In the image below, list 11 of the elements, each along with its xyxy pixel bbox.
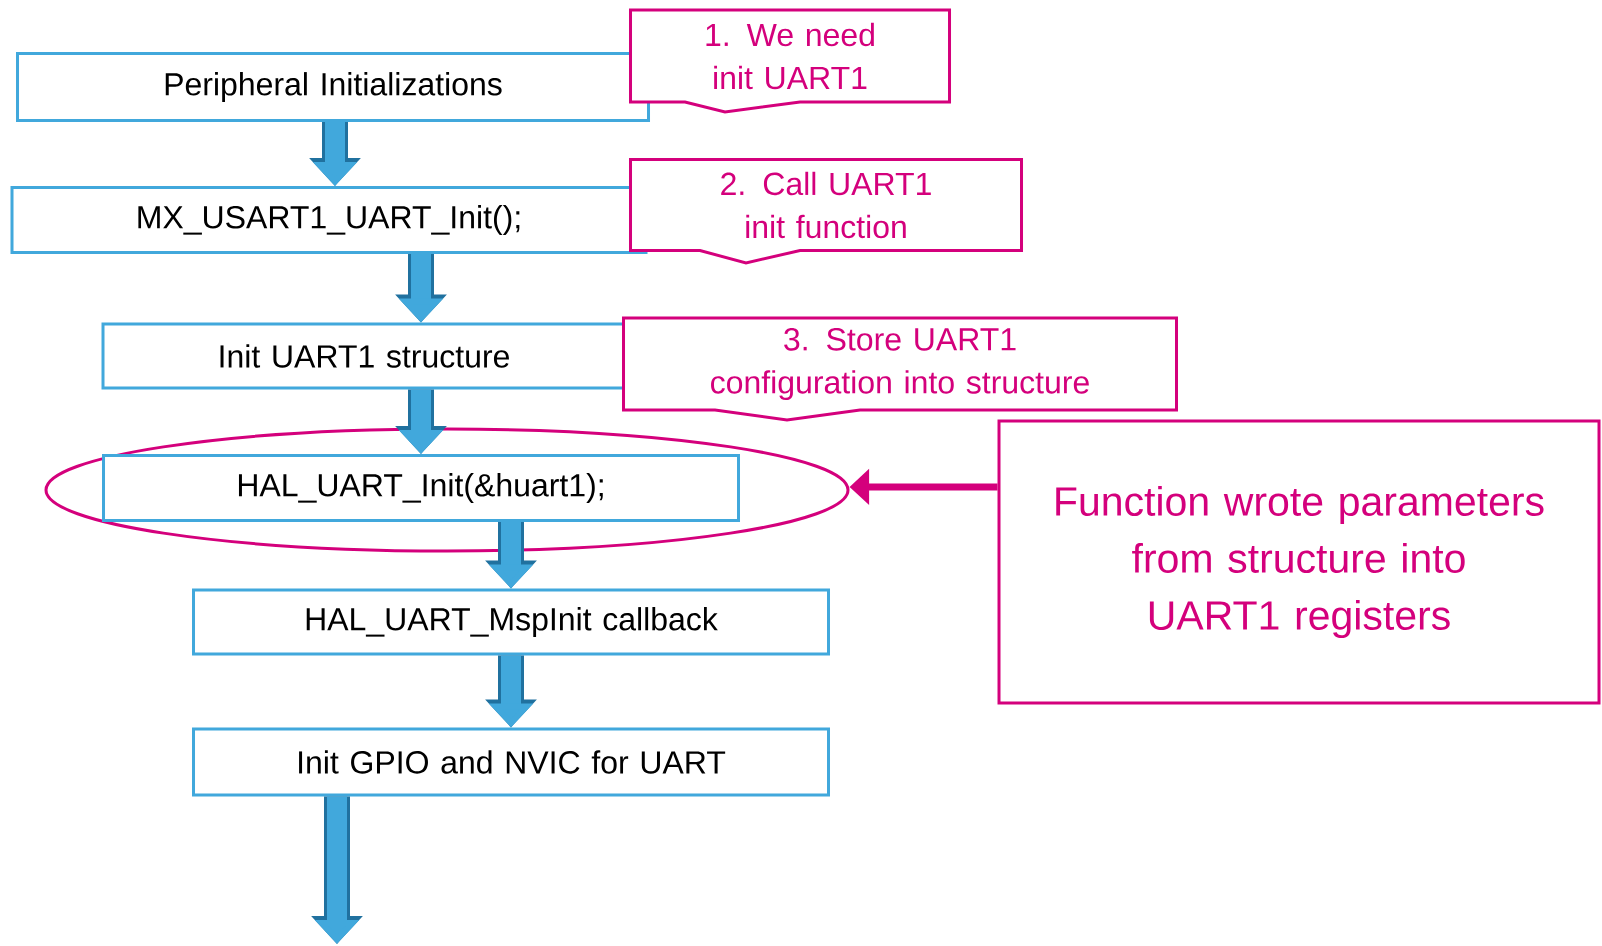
process-box: Peripheral Initializations — [16, 52, 650, 122]
process-box: MX_USART1_UART_Init(); — [10, 186, 648, 254]
callout-box: 2. Call UART1 init function — [629, 158, 1023, 265]
process-box: HAL_UART_MspInit callback — [192, 588, 830, 656]
process-box: HAL_UART_Init(&huart1); — [102, 454, 740, 522]
process-box: Init GPIO and NVIC for UART — [192, 727, 830, 797]
callout-box: 3. Store UART1 configuration into structure — [622, 316, 1178, 422]
note-box: Function wrote parameters from structure into UART1 registers — [997, 419, 1601, 705]
highlight-ellipse — [44, 427, 850, 553]
callout-box: 1. We need init UART1 — [629, 8, 951, 114]
process-box: Init UART1 structure — [101, 322, 627, 390]
